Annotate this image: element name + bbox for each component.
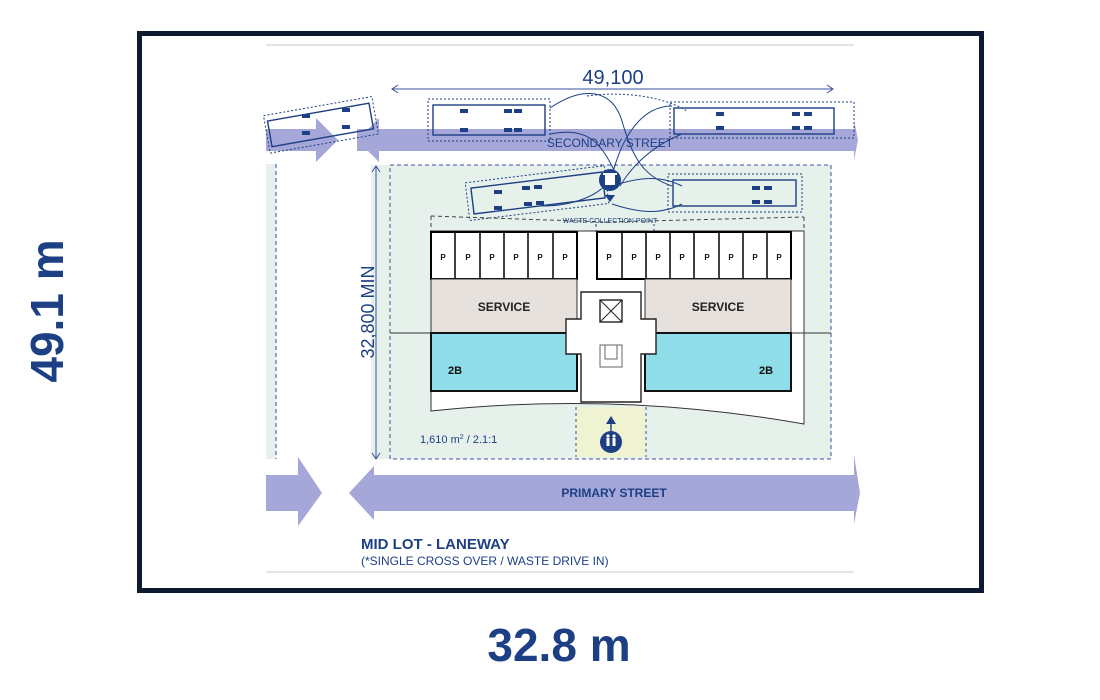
height-dimension-label: 49.1 m — [21, 239, 73, 383]
svg-text:P: P — [537, 253, 543, 262]
building-core — [565, 291, 657, 403]
stair-icon — [599, 344, 623, 368]
parking-row-right — [596, 231, 792, 280]
plan-frame: SECONDARY STREET — [137, 31, 984, 593]
svg-text:P: P — [440, 253, 446, 262]
secondary-street-arrow-left — [357, 118, 379, 162]
waste-bin-icon — [599, 169, 621, 202]
neighbour-lot — [266, 164, 276, 459]
svg-text:P: P — [465, 253, 471, 262]
plan-subtitle: (*SINGLE CROSS OVER / WASTE DRIVE IN) — [361, 554, 609, 568]
svg-text:P: P — [606, 253, 612, 262]
unit-right-label: 2B — [759, 365, 773, 377]
svg-text:P: P — [704, 253, 710, 262]
vehicle-swept-paths — [262, 93, 855, 222]
parking-bay-labels: P P P P P P P P P P P P P P — [440, 253, 782, 262]
service-room-left — [430, 278, 578, 334]
side-dimension-label: 32,800 MIN — [358, 265, 378, 358]
lift-icon — [599, 299, 623, 323]
unit-left-label: 2B — [448, 365, 462, 377]
site-area-label: 1,610 m2 / 2.1:1 — [420, 434, 497, 446]
parking-row-left — [430, 231, 578, 280]
svg-text:P: P — [631, 253, 637, 262]
svg-text:P: P — [655, 253, 661, 262]
vehicle-wheels — [302, 108, 812, 210]
secondary-street-label: SECONDARY STREET — [547, 136, 674, 150]
secondary-street-arrow-right — [316, 118, 338, 162]
top-dimension: 49,100 — [391, 67, 834, 94]
building-setback-line — [430, 215, 805, 223]
unit-2b-left — [430, 332, 578, 392]
pedestrian-icon — [600, 416, 622, 453]
plan-title: MID LOT - LANEWAY — [361, 536, 510, 553]
primary-street-label: PRIMARY STREET — [561, 486, 667, 500]
primary-street-arrow-left — [349, 466, 374, 520]
svg-text:P: P — [728, 253, 734, 262]
service-right-label: SERVICE — [692, 300, 744, 314]
site-boundary — [389, 164, 832, 460]
svg-text:P: P — [489, 253, 495, 262]
primary-street-band — [374, 475, 854, 511]
side-dimension: 32,800 MIN — [358, 165, 381, 460]
svg-text:P: P — [752, 253, 758, 262]
svg-text:P: P — [679, 253, 685, 262]
unit-2b-right — [644, 332, 792, 392]
svg-text:P: P — [513, 253, 519, 262]
svg-text:P: P — [562, 253, 568, 262]
service-room-right — [644, 278, 792, 334]
service-left-label: SERVICE — [478, 300, 530, 314]
site-plan: SECONDARY STREET — [262, 44, 860, 573]
top-dimension-label: 49,100 — [582, 67, 643, 89]
width-dimension-label: 32.8 m — [487, 619, 631, 671]
svg-text:P: P — [776, 253, 782, 262]
waste-collection-label: WASTE COLLECTION POINT — [563, 218, 658, 225]
primary-street-arrow-right — [298, 457, 322, 526]
primary-street-left-band — [266, 475, 298, 511]
